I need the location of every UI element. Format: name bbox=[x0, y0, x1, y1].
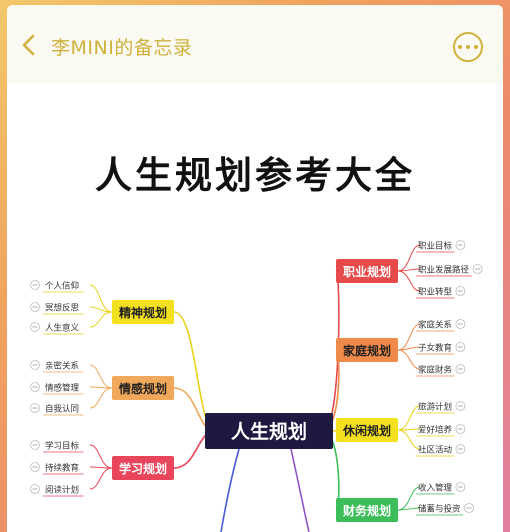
leaf-label: 阅读计划 bbox=[45, 485, 79, 496]
leaf-label: 人生意义 bbox=[45, 323, 80, 334]
leaf-label: 职业目标 bbox=[418, 241, 453, 252]
leaf-item[interactable]: 情感管理 bbox=[30, 382, 84, 395]
leaf-item[interactable]: 人生意义 bbox=[30, 322, 84, 335]
branch-label: 学习规划 bbox=[119, 461, 167, 476]
chevron-left-icon bbox=[22, 34, 35, 56]
mind-map-links bbox=[173, 270, 340, 532]
branch-node[interactable]: 休闲规划 bbox=[336, 418, 398, 442]
leaf-link bbox=[397, 270, 421, 292]
leaf-link bbox=[397, 349, 421, 370]
mind-map-leaf-links bbox=[89, 244, 421, 511]
leaf-label: 冥想反思 bbox=[45, 303, 80, 314]
center-node[interactable]: 人生规划 bbox=[205, 413, 333, 449]
branch-box bbox=[336, 498, 398, 522]
ellipsis-icon bbox=[458, 45, 462, 49]
leaf-label: 社区活动 bbox=[418, 445, 453, 456]
leaf-label: 情感管理 bbox=[45, 383, 80, 394]
center-label: 人生规划 bbox=[231, 420, 307, 443]
more-button[interactable] bbox=[453, 32, 483, 62]
leaf-item[interactable]: 家庭财务 bbox=[416, 364, 466, 377]
leaf-label: 亲密关系 bbox=[45, 361, 79, 372]
branch-node[interactable]: 情感规划 bbox=[112, 376, 174, 400]
leaf-label: 自我认同 bbox=[45, 404, 79, 415]
branch-node[interactable]: 家庭规划 bbox=[336, 338, 398, 362]
leaf-item[interactable]: 持续教育 bbox=[30, 462, 84, 475]
leaf-link bbox=[89, 284, 113, 313]
leaf-label: 个人信仰 bbox=[45, 281, 79, 292]
branch-label: 休闲规划 bbox=[342, 423, 391, 438]
back-button[interactable] bbox=[17, 31, 39, 59]
leaf-label: 子女教育 bbox=[418, 343, 452, 354]
document-title: 人生规划参考大全 bbox=[95, 154, 415, 197]
branch-label: 财务规划 bbox=[342, 503, 391, 518]
leaf-item[interactable]: 子女教育 bbox=[416, 342, 466, 355]
leaf-link bbox=[89, 364, 113, 389]
branch-label: 精神规划 bbox=[119, 305, 167, 320]
leaf-label: 收入管理 bbox=[418, 483, 453, 494]
leaf-link bbox=[397, 323, 421, 351]
leaf-item[interactable]: 阅读计划 bbox=[30, 484, 84, 497]
nav-header: 李MINI的备忘录 bbox=[7, 5, 503, 83]
leaf-link bbox=[397, 486, 421, 511]
branch-box bbox=[112, 456, 174, 480]
branch-link bbox=[290, 448, 310, 532]
branch-node[interactable]: 学习规划 bbox=[112, 456, 174, 480]
leaf-item[interactable]: 储蓄与投资 bbox=[416, 503, 474, 516]
leaf-label: 爱好培养 bbox=[418, 425, 453, 436]
leaf-label: 旅游计划 bbox=[418, 402, 452, 413]
branch-box bbox=[112, 300, 174, 324]
leaf-link bbox=[397, 429, 421, 450]
leaf-item[interactable]: 社区活动 bbox=[416, 444, 466, 457]
leaf-label: 家庭关系 bbox=[418, 320, 452, 331]
branch-node[interactable]: 职业规划 bbox=[336, 259, 398, 283]
branch-label: 情感规划 bbox=[119, 381, 167, 396]
leaf-item[interactable]: 收入管理 bbox=[416, 482, 466, 495]
branch-box bbox=[336, 338, 398, 362]
branch-box bbox=[336, 259, 398, 283]
leaf-item[interactable]: 学习目标 bbox=[30, 440, 84, 453]
leaf-item[interactable]: 个人信仰 bbox=[30, 280, 84, 293]
branch-box bbox=[112, 376, 174, 400]
leaf-label: 持续教育 bbox=[45, 463, 79, 474]
leaf-link bbox=[89, 387, 113, 409]
leaf-link bbox=[397, 244, 421, 272]
app-window: 李MINI的备忘录 人生规划参考大全 职业规划 职业目标职业发展路径职业转型家庭规… bbox=[7, 5, 503, 532]
leaf-link bbox=[397, 405, 421, 431]
leaf-link bbox=[89, 311, 113, 328]
leaf-item[interactable]: 亲密关系 bbox=[30, 360, 84, 373]
leaf-item[interactable]: 职业发展路径 bbox=[416, 264, 483, 277]
leaf-label: 学习目标 bbox=[45, 441, 80, 452]
leaf-item[interactable]: 职业目标 bbox=[416, 240, 466, 253]
branch-label: 职业规划 bbox=[343, 264, 391, 279]
branch-node[interactable]: 精神规划 bbox=[112, 300, 174, 324]
branch-node[interactable]: 财务规划 bbox=[336, 498, 398, 522]
branch-link bbox=[220, 448, 240, 532]
branch-box bbox=[336, 418, 398, 442]
leaf-item[interactable]: 旅游计划 bbox=[416, 401, 466, 414]
leaf-item[interactable]: 爱好培养 bbox=[416, 424, 466, 437]
leaf-label: 储蓄与投资 bbox=[418, 504, 461, 515]
leaf-link bbox=[397, 346, 421, 351]
leaf-link bbox=[397, 507, 421, 511]
leaf-link bbox=[89, 444, 113, 469]
leaf-item[interactable]: 职业转型 bbox=[416, 286, 466, 299]
center-box bbox=[205, 413, 333, 449]
leaf-label: 职业发展路径 bbox=[418, 265, 470, 276]
app-title: 李MINI的备忘录 bbox=[51, 37, 193, 59]
leaf-item[interactable]: 家庭关系 bbox=[416, 319, 466, 332]
leaf-link bbox=[89, 467, 113, 490]
leaf-label: 职业转型 bbox=[418, 287, 453, 298]
leaf-label: 家庭财务 bbox=[418, 365, 453, 376]
leaf-item[interactable]: 自我认同 bbox=[30, 403, 84, 416]
branch-label: 家庭规划 bbox=[343, 343, 391, 358]
leaf-item[interactable]: 冥想反思 bbox=[30, 302, 84, 315]
